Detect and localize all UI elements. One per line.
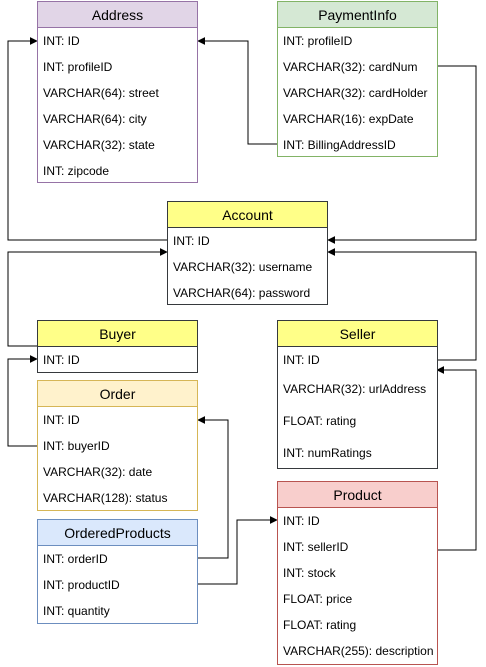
field-row: FLOAT: rating <box>283 414 357 428</box>
field-row: INT: zipcode <box>43 164 110 178</box>
table-account-header: Account <box>168 202 327 228</box>
field-row: INT: profileID <box>283 34 353 48</box>
field-row: VARCHAR(255): description <box>283 644 434 658</box>
field-row: VARCHAR(32): cardHolder <box>283 86 428 100</box>
field-row: FLOAT: rating <box>283 618 357 632</box>
field-row: INT: numRatings <box>283 446 372 460</box>
field-row: VARCHAR(32): urlAddress <box>283 382 427 396</box>
connector-product-seller-to-seller <box>436 366 477 551</box>
field-row: INT: ID <box>43 413 80 427</box>
field-row: VARCHAR(32): username <box>173 260 313 274</box>
field-row: VARCHAR(16): expDate <box>283 112 414 126</box>
field-row: VARCHAR(32): date <box>43 465 153 479</box>
table-account[interactable]: Account INT: ID VARCHAR(32): username VA… <box>167 201 328 305</box>
connector-ordered-product-to-product <box>198 516 278 585</box>
field-row: VARCHAR(128): status <box>43 491 168 505</box>
table-product-header: Product <box>278 482 437 508</box>
table-seller-header: Seller <box>278 321 437 347</box>
field-row: FLOAT: price <box>283 592 353 606</box>
table-buyer[interactable]: Buyer INT: ID <box>37 320 198 373</box>
field-row: INT: ID <box>283 353 320 367</box>
connector-seller-to-account <box>327 248 477 361</box>
table-ordered-products-header: OrderedProducts <box>38 520 197 546</box>
table-payment-info[interactable]: PaymentInfo INT: profileID VARCHAR(32): … <box>277 1 438 157</box>
table-order[interactable]: Order INT: ID INT: buyerID VARCHAR(32): … <box>37 380 198 511</box>
table-payment-info-header: PaymentInfo <box>278 2 437 28</box>
field-row: VARCHAR(64): city <box>43 112 147 126</box>
table-seller[interactable]: Seller INT: ID VARCHAR(32): urlAddress F… <box>277 320 438 469</box>
field-row: INT: ID <box>43 353 80 367</box>
field-row: INT: BillingAddressID <box>283 138 396 152</box>
field-row: INT: quantity <box>43 604 110 618</box>
field-row: INT: productID <box>43 578 120 592</box>
connector-payment-billing-to-address <box>197 37 277 145</box>
connector-buyer-to-account <box>7 248 168 347</box>
field-row: VARCHAR(32): state <box>43 138 155 152</box>
table-address[interactable]: Address INT: ID INT: profileID VARCHAR(6… <box>37 1 198 183</box>
field-row: VARCHAR(64): street <box>43 86 159 100</box>
field-row: INT: orderID <box>43 552 108 566</box>
field-row: INT: ID <box>43 34 80 48</box>
connector-order-buyer-to-buyer <box>7 355 38 447</box>
field-row: INT: profileID <box>43 60 113 74</box>
table-order-header: Order <box>38 381 197 407</box>
field-row: VARCHAR(64): password <box>173 286 311 300</box>
field-row: VARCHAR(32): cardNum <box>283 60 418 74</box>
table-product[interactable]: Product INT: ID INT: sellerID INT: stock… <box>277 481 438 665</box>
field-row: INT: sellerID <box>283 540 349 554</box>
field-row: INT: stock <box>283 566 336 580</box>
field-row: INT: buyerID <box>43 439 110 453</box>
table-buyer-header: Buyer <box>38 321 197 347</box>
connector-payment-to-account <box>327 65 477 244</box>
connector-account-to-address <box>7 37 167 241</box>
table-ordered-products[interactable]: OrderedProducts INT: orderID INT: produc… <box>37 519 198 624</box>
field-row: INT: ID <box>173 234 210 248</box>
table-address-header: Address <box>38 2 197 28</box>
connector-ordered-order-to-order <box>197 416 229 559</box>
field-row: INT: ID <box>283 514 320 528</box>
